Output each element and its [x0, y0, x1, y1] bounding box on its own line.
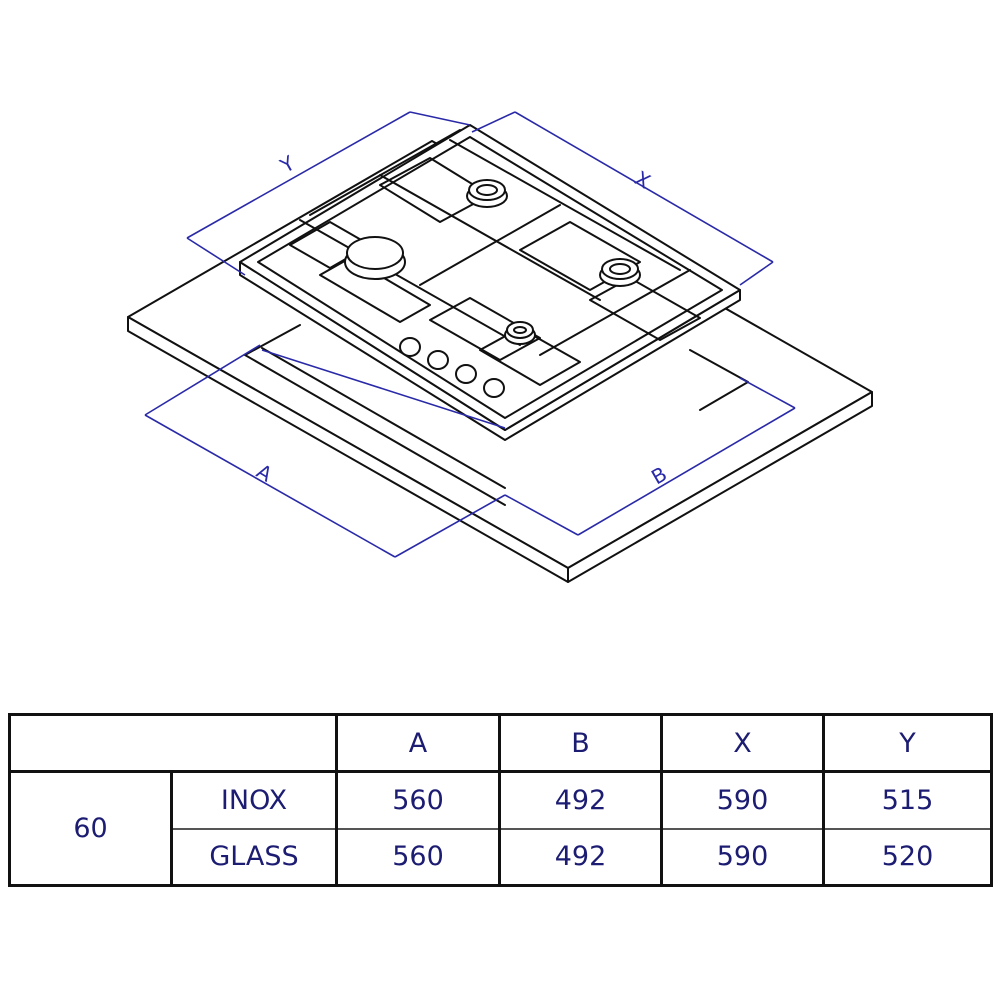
- value-b: 492: [498, 827, 663, 887]
- value-x: 590: [660, 827, 825, 887]
- pan-supports: [289, 129, 701, 386]
- value-x: 590: [660, 770, 825, 830]
- header-a: A: [335, 713, 501, 773]
- value-y: 515: [822, 770, 993, 830]
- dimension-lines: [144, 111, 796, 558]
- burner-large: [344, 236, 406, 280]
- countertop-cutout: [244, 324, 749, 506]
- burner-right: [599, 258, 641, 287]
- control-knobs: [399, 337, 505, 398]
- table-header-row: A B X Y: [8, 713, 993, 773]
- material-cell: GLASS: [170, 827, 338, 887]
- table-row: 60 INOX 560 492 590 515: [8, 770, 993, 887]
- header-y: Y: [822, 713, 993, 773]
- gas-hob: [239, 124, 741, 441]
- burner-rear: [466, 179, 508, 208]
- hob-installation-diagram: Y X A B: [127, 111, 873, 583]
- dimensions-table: A B X Y 60 INOX 560 492 590 515 GLASS 56…: [8, 713, 993, 887]
- header-x: X: [660, 713, 825, 773]
- value-b: 492: [498, 770, 663, 830]
- header-b: B: [498, 713, 663, 773]
- dimension-label-x: X: [631, 166, 655, 194]
- material-cell: INOX: [170, 770, 338, 830]
- table-corner-cell: [8, 713, 338, 773]
- dimension-label-a: A: [252, 459, 276, 487]
- value-a: 560: [335, 827, 501, 887]
- value-a: 560: [335, 770, 501, 830]
- value-y: 520: [822, 827, 993, 887]
- dimension-label-y: Y: [275, 150, 299, 178]
- table-row: GLASS 560 492 590 520: [10, 827, 993, 887]
- size-cell: 60: [8, 770, 173, 887]
- burner-front: [504, 321, 536, 345]
